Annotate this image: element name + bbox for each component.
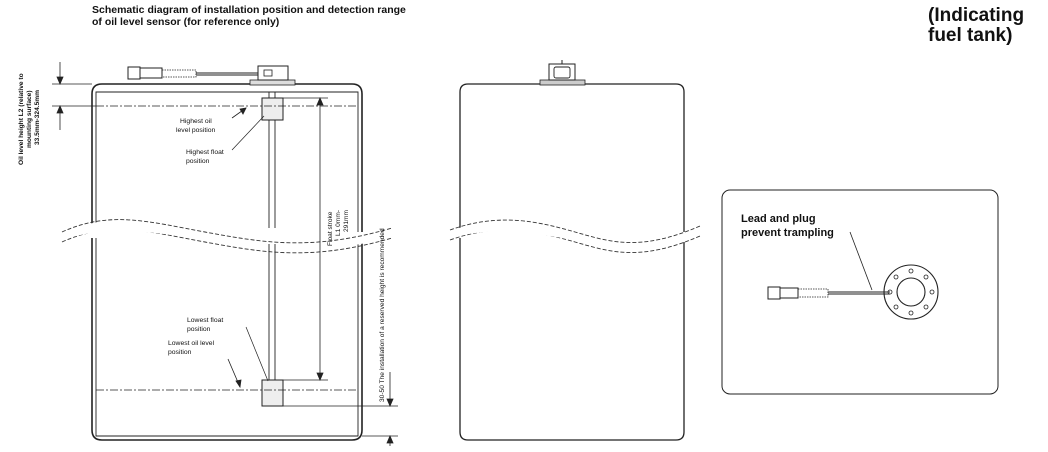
lowest-float-label-line-2: position	[187, 326, 211, 333]
highest-float-label-line-2: position	[186, 158, 210, 165]
left-sensor-lead	[127, 65, 289, 81]
l2-label-line-2: mounting surface)	[26, 90, 33, 148]
left-tank-section	[91, 79, 363, 441]
highest-float-leader	[231, 115, 265, 151]
top-view-flange	[883, 264, 939, 320]
top-view-plug	[767, 286, 781, 300]
tank-type-note-line-1: (Indicating	[928, 5, 1025, 26]
float-stroke-label-line-3: 291mm	[343, 210, 350, 232]
left-mounting-plate	[249, 79, 296, 86]
middle-mounting-flange	[539, 79, 586, 86]
l2-label-line-1: Oil level height L2 (relative to	[18, 73, 25, 165]
float-stroke-label-line-2: L1 0mm-	[335, 210, 342, 236]
top-view-cable-sleeve	[797, 288, 829, 298]
middle-tank-view	[459, 60, 685, 441]
highest-float	[261, 97, 284, 121]
left-tank-break	[61, 219, 393, 254]
highest-oil-label-line-2: level position	[176, 127, 216, 134]
highest-oil-label-line-1: Highest oil	[180, 118, 212, 125]
diagram-title: Schematic diagram of installation positi…	[92, 4, 512, 28]
top-view-sensor	[767, 264, 939, 320]
float-stroke-label-line-1: Float stroke	[327, 211, 334, 246]
highest-oil-leader	[231, 107, 247, 119]
middle-tank-outline	[459, 83, 685, 441]
top-view-center-hole	[896, 277, 926, 307]
title-line-1: Schematic diagram of installation positi…	[92, 4, 406, 16]
left-tank-outer-wall	[91, 83, 363, 441]
reserved-height-note: 30-50 The installation of a reserved hei…	[379, 228, 386, 402]
left-tank-inner-wall	[95, 91, 359, 437]
left-plug-body	[127, 66, 141, 80]
tank-type-note-line-2: fuel tank)	[928, 25, 1013, 46]
left-cable-sleeve	[161, 69, 197, 78]
lowest-float	[261, 379, 284, 407]
left-sensor-head	[257, 65, 289, 81]
middle-break-gap	[450, 221, 700, 249]
float-stroke-dimension	[283, 96, 328, 382]
lead-plug-leader	[849, 231, 873, 291]
detail-panel	[721, 189, 999, 395]
lowest-oil-label-line-2: position	[168, 349, 192, 356]
oil-level-lines	[96, 105, 358, 391]
title-line-2: of oil level sensor (for reference only)	[92, 16, 280, 28]
lead-plug-note-line-1: Lead and plug	[741, 213, 816, 225]
highest-float-label-line-1: Highest float	[186, 149, 224, 156]
reserved-height-dimension	[283, 372, 398, 446]
lowest-oil-label-line-1: Lowest oil level	[168, 340, 215, 347]
l2-label-line-3: 33.5mm-324.5mm	[34, 90, 41, 145]
lead-plug-note-line-2: prevent trampling	[741, 227, 834, 239]
lowest-float-leader	[245, 326, 269, 382]
l2-dimension	[52, 62, 96, 130]
top-view-bolt-holes	[887, 268, 935, 316]
lowest-oil-leader	[227, 358, 242, 389]
left-break-gap	[62, 220, 392, 249]
left-plug-housing	[139, 67, 163, 79]
tank-type-note: (Indicating fuel tank)	[928, 6, 1048, 46]
lowest-float-label-line-1: Lowest float	[187, 317, 223, 324]
